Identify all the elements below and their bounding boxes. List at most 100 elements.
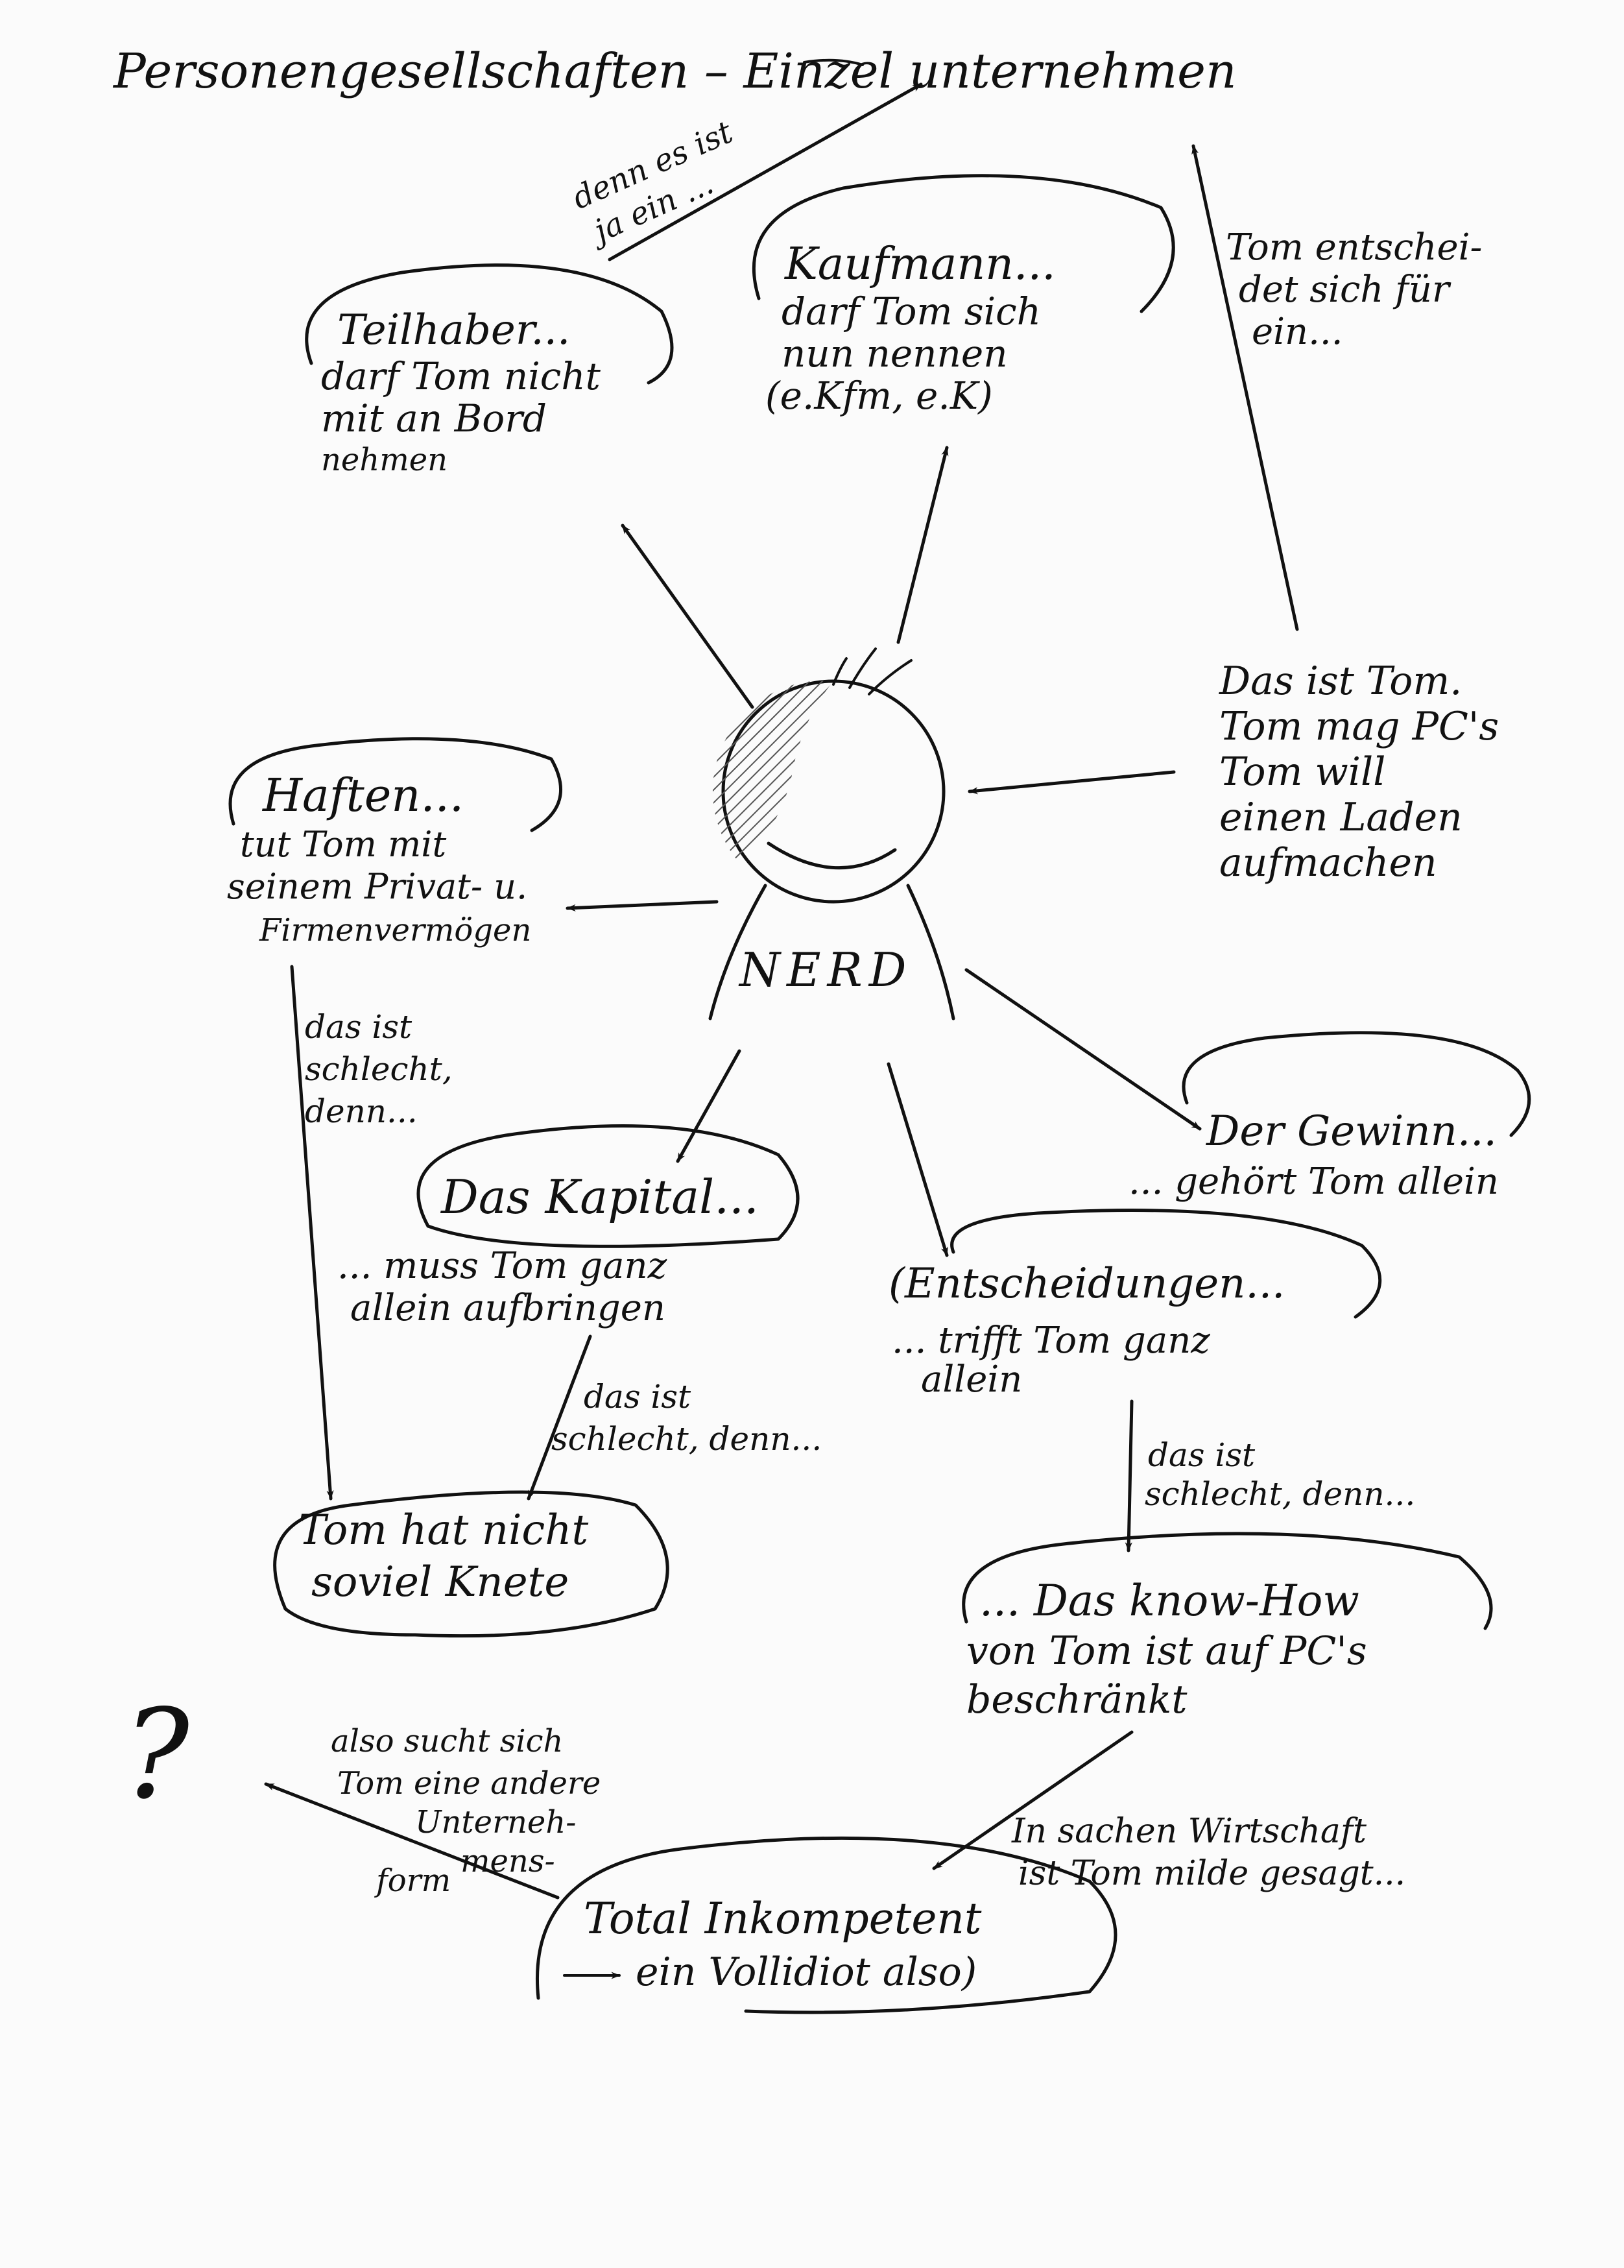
teilhaber-bubble-arc [305,263,674,385]
node-tom-intro: Das ist Tom. Tom mag PC's Tom will einen… [1219,658,1511,886]
node-inkompetent: Total Inkompetent ein Vollidiot also) [536,1836,1117,2014]
svg-text:Tom entschei- det sich f: Tom entschei- det sich für ein... [1226,226,1494,353]
knete-line-1: Tom hat nicht [298,1506,588,1554]
tom-intro-line-3: Tom will [1219,749,1385,795]
arrow-nerd-to-entscheidungen [887,1062,949,1257]
kapital-line-3: allein aufbringen [350,1287,665,1329]
edge-label-denn: denn es ist ja ein ... [567,110,763,252]
nerd-label: NERD [738,943,913,997]
knowhow-line-1: ... Das know-How [979,1576,1359,1626]
node-entscheidet: Tom entschei- det sich für ein... [1226,226,1494,353]
arrow-nerd-to-kapital [676,1049,741,1163]
also-line-4: mens- [460,1843,555,1879]
gewinn-bubble-arc [1182,1031,1531,1137]
kaufmann-line-3: nun nennen [782,332,1008,376]
entscheidungen-bubble-arc [950,1209,1382,1319]
inkompetent-bubble-arc [536,1836,1117,2014]
nerd-hair [832,647,913,695]
arrow-tom-to-nerd [968,770,1176,795]
inkompetent-line-1: Total Inkompetent [584,1894,982,1944]
question-mark: ? [123,1683,190,1826]
svg-text:Tom hat nicht soviel Kne: Tom hat nicht soviel Knete [298,1506,602,1606]
schlecht-1-line-1: das ist [305,1008,412,1046]
tom-intro-line-5: aufmachen [1219,840,1437,886]
svg-text:Total Inkompetent ein Vo: Total Inkompetent ein Vollidiot also) [584,1894,994,1995]
svg-text:Kaufmann... darf Tom sic: Kaufmann... darf Tom sich nun nennen (e.… [765,239,1068,418]
entscheidungen-line-1: (Entscheidungen... [889,1260,1285,1308]
node-knowhow: ... Das know-How von Tom ist auf PC's be… [962,1532,1493,1722]
gewinn-line-2: ... gehört Tom allein [1128,1161,1499,1203]
edge-label-also: also sucht sich Tom eine andere Unterneh… [331,1723,611,1899]
kaufmann-line-4: (e.Kfm, e.K) [765,374,993,418]
nerd-figure: NERD [708,647,955,1020]
svg-text:... Das know-How von Tom: ... Das know-How von Tom ist auf PC's be… [966,1576,1379,1722]
wirtschaft-line-1: In sachen Wirtschaft [1011,1812,1367,1851]
node-kaufmann: Kaufmann... darf Tom sich nun nennen (e.… [752,174,1175,418]
edge-label-schlecht-3: das ist schlecht, denn... [1145,1436,1415,1513]
nerd-left-shoulder [708,884,767,1020]
knowhow-line-3: beschränkt [966,1677,1188,1722]
arrow-nerd-to-teilhaber [621,524,754,709]
haften-line-4: Firmenvermögen [259,912,531,948]
teilhaber-line-1: Teilhaber... [337,306,570,354]
kaufmann-line-2: darf Tom sich [782,289,1041,333]
knete-line-2: soviel Knete [311,1558,569,1606]
knowhow-bubble-arc [962,1532,1493,1630]
svg-text:Das ist Tom. Tom mag PC': Das ist Tom. Tom mag PC's Tom will einen… [1219,658,1511,886]
haften-bubble-arc [228,737,562,832]
tom-intro-line-4: einen Laden [1219,795,1463,840]
arrow-haften-to-knete [290,965,334,1501]
nerd-right-shoulder [906,884,955,1020]
knowhow-line-2: von Tom ist auf PC's [966,1628,1367,1674]
haften-line-1: Haften... [261,769,464,822]
inkompetent-line-2: ein Vollidiot also) [636,1949,977,1995]
arrow-nerd-to-gewinn [964,968,1202,1131]
entscheidet-line-1: Tom entschei- [1226,226,1482,269]
schlecht-1-line-3: denn... [305,1092,418,1130]
kapital-line-2: ... muss Tom ganz [337,1245,667,1287]
arrow-nerd-to-kaufmann [896,446,949,644]
svg-text:(Entscheidungen... ... t: (Entscheidungen... ... trifft Tom ganz a… [889,1260,1296,1401]
edge-label-wirtschaft: In sachen Wirtschaft ist Tom milde gesag… [1011,1812,1405,1893]
kapital-line-1: Das Kapital... [440,1170,759,1224]
svg-text:Haften... tut Tom mit: Haften... tut Tom mit seinem Privat- u. … [227,769,538,948]
entscheidungen-line-2: ... trifft Tom ganz [892,1320,1210,1362]
node-haften: Haften... tut Tom mit seinem Privat- u. … [227,737,562,948]
haften-line-3: seinem Privat- u. [227,866,527,907]
schlecht-2-line-2: schlecht, denn... [551,1420,822,1458]
also-line-5: form [374,1863,451,1899]
arrow-entscheidungen-to-knowhow [1125,1399,1134,1552]
haften-line-2: tut Tom mit [240,824,447,865]
arrow-knowhow-to-inkompetent [932,1730,1134,1870]
edge-label-schlecht-2: das ist schlecht, denn... [551,1378,822,1458]
arrow-kapital-to-knete [527,1334,592,1501]
tom-intro-line-2: Tom mag PC's [1219,704,1499,749]
arrow-tom-to-title [1191,144,1299,631]
page-title: Personengesellschaften – Einzel unterneh… [112,43,1237,99]
teilhaber-line-2: darf Tom nicht [321,354,601,398]
svg-text:Teilhaber... darf Tom ni: Teilhaber... darf Tom nicht mit an Bord … [321,306,612,478]
also-line-2: Tom eine andere [337,1765,601,1802]
wirtschaft-line-2: ist Tom milde gesagt... [1018,1854,1405,1893]
node-kapital: Das Kapital... ... muss Tom ganz allein … [337,1124,800,1329]
also-line-1: also sucht sich [331,1723,563,1759]
edge-label-schlecht-1: das ist schlecht, denn... [305,1008,463,1130]
arrow-nerd-to-haften [566,900,719,912]
node-entscheidungen: (Entscheidungen... ... trifft Tom ganz a… [889,1209,1382,1401]
svg-text:Das Kapital... ... muss: Das Kapital... ... muss Tom ganz allein … [337,1170,770,1329]
nerd-head-shading [712,681,833,863]
entscheidungen-line-3: allein [921,1358,1022,1401]
teilhaber-line-3: mit an Bord [321,396,547,440]
arrow-teilhaber-to-title [608,82,923,261]
knete-bubble [273,1490,669,1638]
svg-text:Der Gewinn... ... gehört: Der Gewinn... ... gehört Tom allein [1128,1107,1509,1203]
title-underline-stroke [803,58,864,66]
node-gewinn: Der Gewinn... ... gehört Tom allein [1128,1031,1531,1203]
kaufmann-bubble-arc [752,174,1175,313]
gewinn-line-1: Der Gewinn... [1206,1107,1497,1155]
schlecht-3-line-2: schlecht, denn... [1145,1475,1415,1513]
schlecht-3-line-1: das ist [1148,1436,1256,1474]
also-line-3: Unterneh- [415,1804,576,1840]
